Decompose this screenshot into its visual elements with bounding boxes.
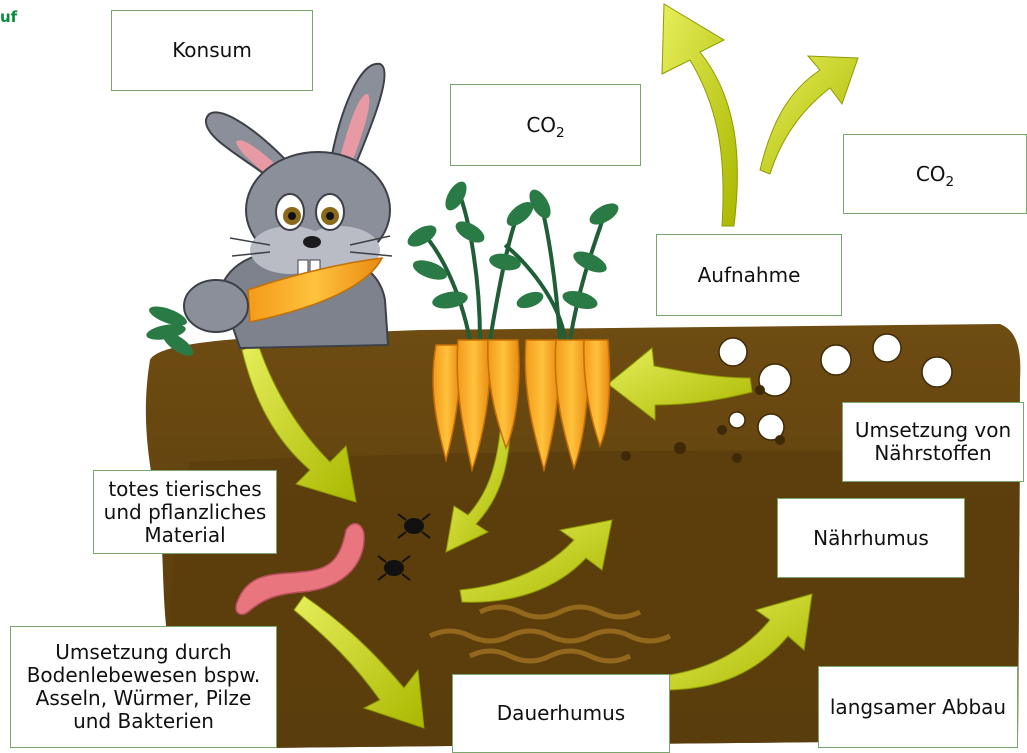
label-konsum: Konsum [111, 10, 313, 91]
label-naehrhumus: Nährhumus [777, 498, 965, 578]
label-langsamer-abbau: langsamer Abbau [818, 666, 1018, 748]
label-dauerhumus: Dauerhumus [452, 674, 670, 753]
rabbit-icon [145, 64, 392, 360]
label-totes-material: totes tierisches und pflanzliches Materi… [93, 470, 277, 554]
label-co2-right: CO2 [843, 134, 1027, 214]
label-co2-left: CO2 [450, 84, 641, 166]
arrow-up-left [662, 4, 737, 226]
label-umsetzung-bodenlebewesen: Umsetzung durch Bodenlebewesen bspw. Ass… [10, 626, 277, 748]
label-umsetzung-naehrstoffe: Umsetzung von Nährstoffen [842, 402, 1024, 482]
label-aufnahme: Aufnahme [656, 234, 842, 316]
